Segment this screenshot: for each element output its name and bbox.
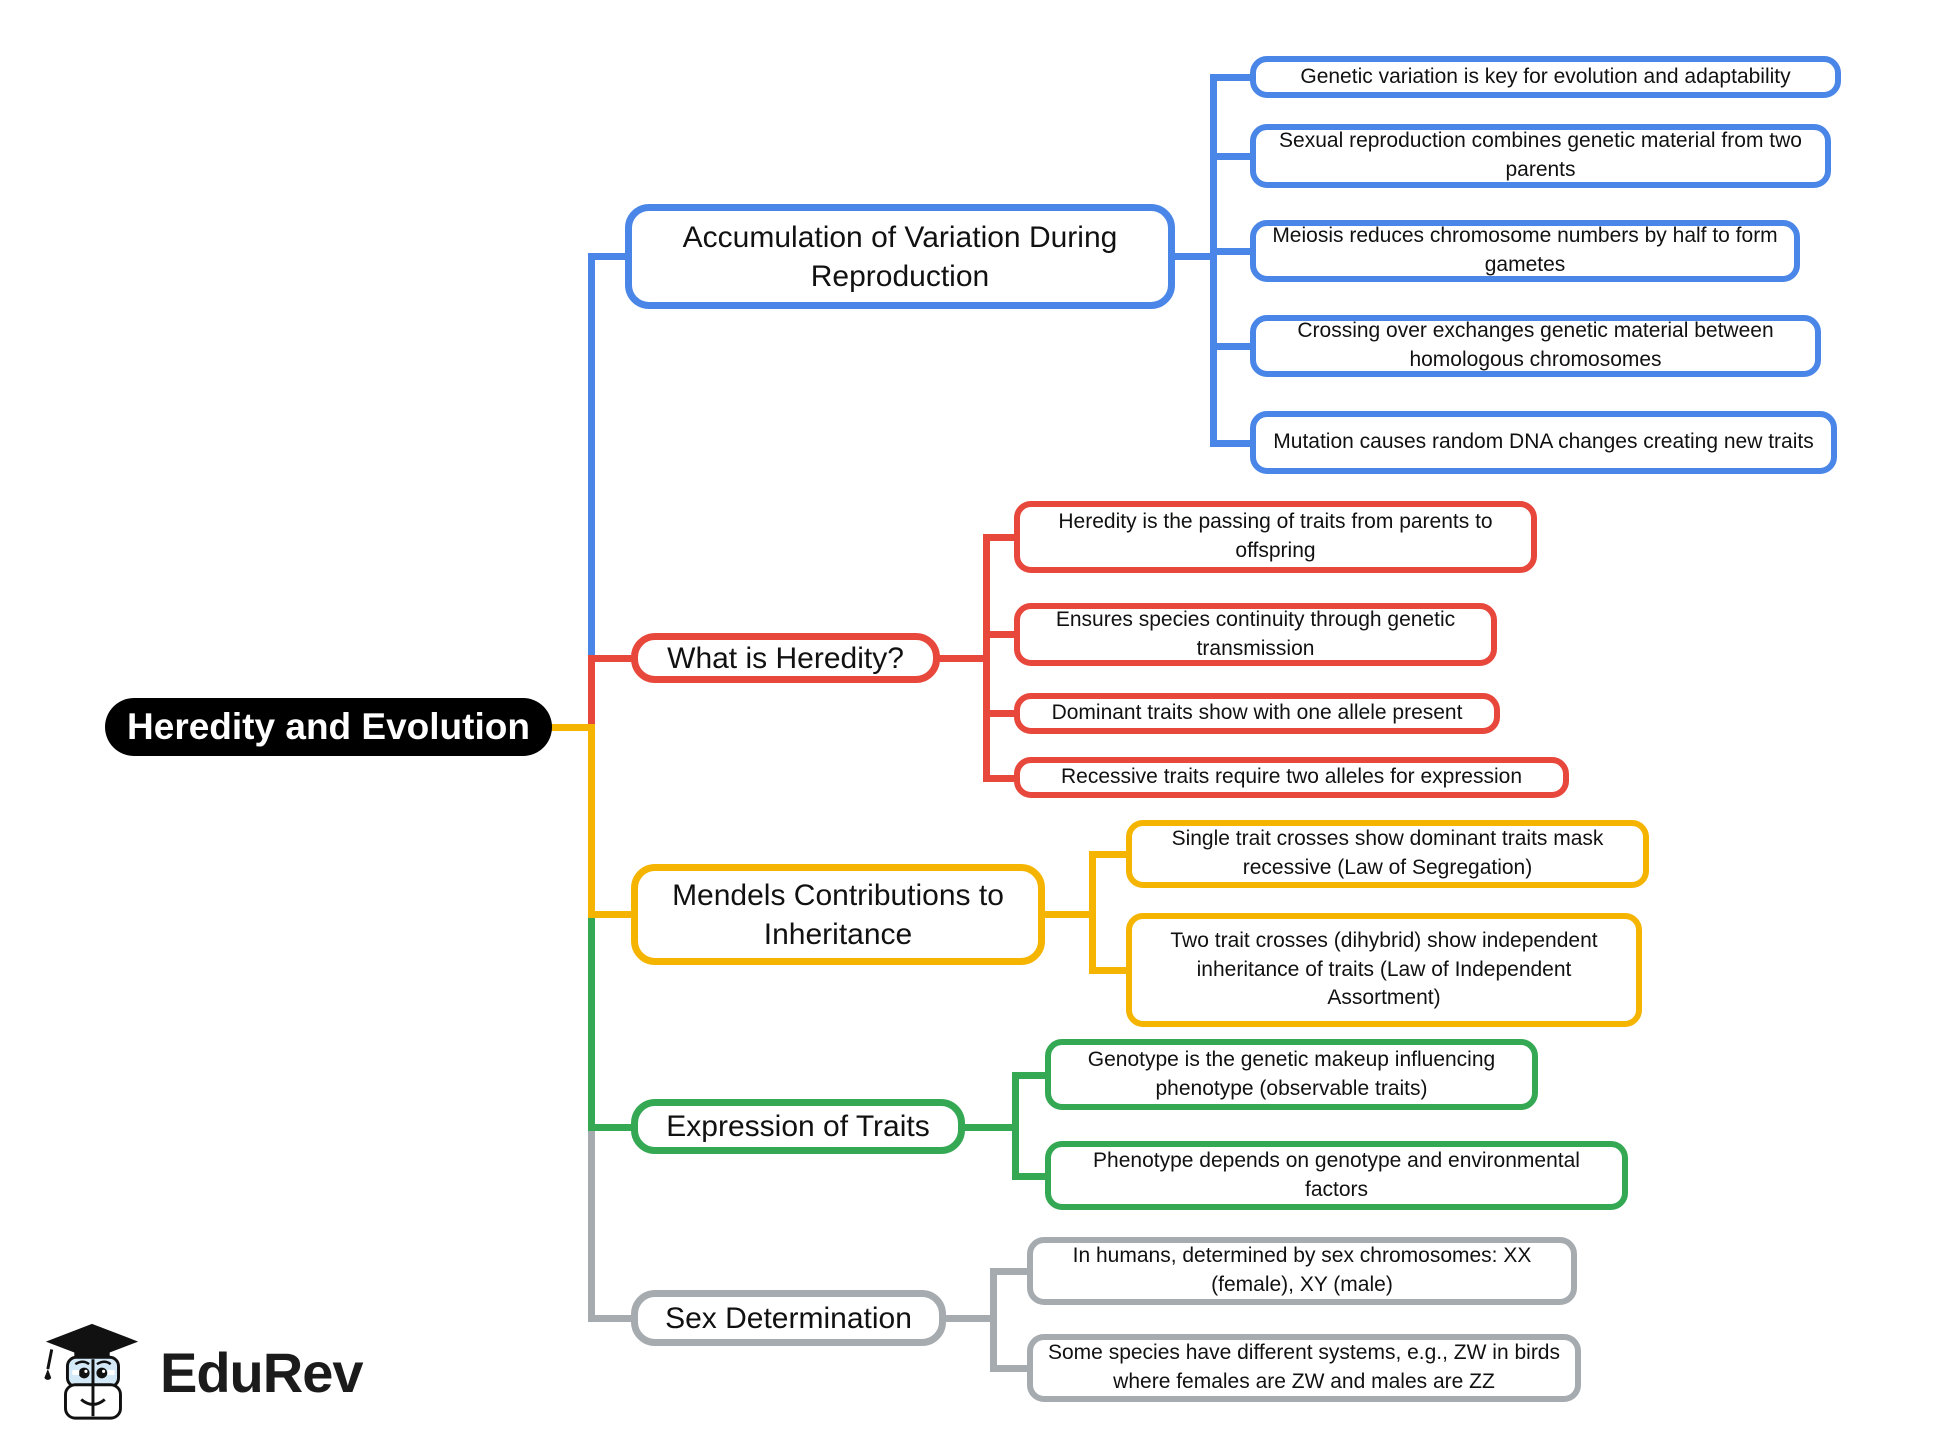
leaf-expression-1: Genotype is the genetic makeup influenci…	[1045, 1039, 1538, 1110]
branch-title-expression-of-traits: Expression of Traits	[631, 1099, 965, 1154]
leaf-mendel-1: Single trait crosses show dominant trait…	[1126, 820, 1649, 888]
spine-yellow	[588, 724, 595, 918]
gray-stub-2	[990, 1365, 1029, 1372]
gray-stub-1	[990, 1268, 1029, 1275]
spine-blue	[588, 253, 595, 662]
red-stub-4	[983, 775, 1016, 782]
blue-title-in	[588, 253, 628, 260]
edurev-logo-text: EduRev	[160, 1340, 363, 1404]
edurev-mascot-icon	[44, 1323, 139, 1420]
branch-title-mendels-contributions: Mendels Contributions to Inheritance	[631, 864, 1045, 965]
leaf-sex-2: Some species have different systems, e.g…	[1027, 1334, 1581, 1402]
leaf-variation-4: Crossing over exchanges genetic material…	[1250, 315, 1821, 377]
edurev-logo: EduRev	[38, 1318, 363, 1426]
green-subspine	[1012, 1072, 1019, 1180]
blue-stub-1	[1210, 74, 1252, 81]
leaf-heredity-2: Ensures species continuity through genet…	[1014, 603, 1497, 666]
branch-title-what-is-heredity: What is Heredity?	[631, 633, 940, 683]
green-title-out	[962, 1124, 1019, 1131]
leaf-mendel-2: Two trait crosses (dihybrid) show indepe…	[1126, 913, 1642, 1027]
leaf-heredity-3: Dominant traits show with one allele pre…	[1014, 693, 1500, 734]
gray-title-out	[943, 1315, 997, 1322]
red-subspine	[983, 534, 990, 782]
red-stub-1	[983, 534, 1016, 541]
spine-green	[588, 911, 595, 1131]
leaf-heredity-4: Recessive traits require two alleles for…	[1014, 757, 1569, 798]
leaf-expression-2: Phenotype depends on genotype and enviro…	[1045, 1141, 1628, 1210]
blue-stub-5	[1210, 440, 1252, 447]
connector-root	[548, 724, 595, 731]
blue-subspine	[1210, 74, 1217, 447]
leaf-heredity-1: Heredity is the passing of traits from p…	[1014, 501, 1537, 573]
leaf-variation-2: Sexual reproduction combines genetic mat…	[1250, 124, 1831, 188]
yellow-stub-1	[1089, 851, 1128, 858]
yellow-title-in	[588, 911, 634, 918]
blue-title-out	[1172, 253, 1217, 260]
green-stub-2	[1012, 1173, 1047, 1180]
leaf-variation-1: Genetic variation is key for evolution a…	[1250, 56, 1841, 98]
green-stub-1	[1012, 1072, 1047, 1079]
red-stub-2	[983, 631, 1016, 638]
branch-title-accumulation-of-variation: Accumulation of Variation During Reprodu…	[625, 204, 1175, 309]
yellow-subspine	[1089, 851, 1096, 974]
yellow-title-out	[1042, 911, 1096, 918]
spine-red	[588, 655, 595, 731]
root-node: Heredity and Evolution	[105, 698, 552, 756]
green-title-in	[588, 1124, 634, 1131]
blue-stub-4	[1210, 343, 1252, 350]
red-title-out	[937, 655, 990, 662]
blue-stub-3	[1210, 248, 1252, 255]
yellow-stub-2	[1089, 967, 1128, 974]
branch-title-sex-determination: Sex Determination	[631, 1290, 946, 1346]
gray-title-in	[588, 1315, 634, 1322]
leaf-sex-1: In humans, determined by sex chromosomes…	[1027, 1237, 1577, 1305]
leaf-variation-5: Mutation causes random DNA changes creat…	[1250, 411, 1837, 474]
spine-gray	[588, 1124, 595, 1322]
gray-subspine	[990, 1268, 997, 1372]
red-stub-3	[983, 710, 1016, 717]
blue-stub-2	[1210, 153, 1252, 160]
red-title-in	[588, 655, 634, 662]
leaf-variation-3: Meiosis reduces chromosome numbers by ha…	[1250, 220, 1800, 282]
